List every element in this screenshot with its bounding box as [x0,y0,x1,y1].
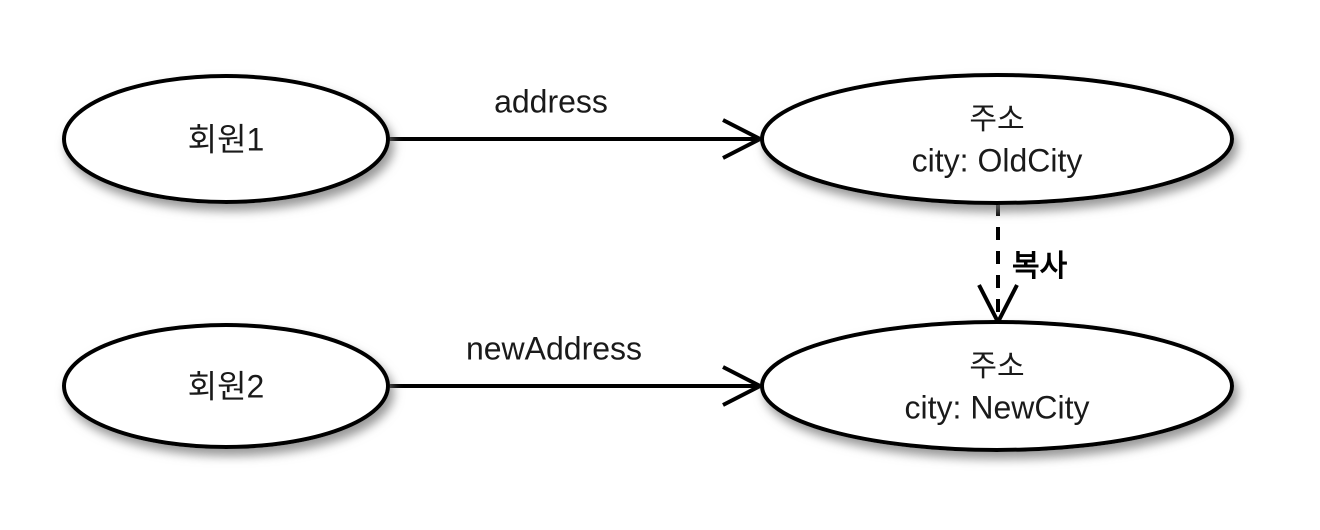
node-member1-label: 회원1 [188,121,265,157]
edge-address: address [388,83,765,160]
node-address-old[interactable]: 주소 city: OldCity [760,73,1234,205]
edge-new-address-label: newAddress [466,330,642,366]
node-address-old-shape[interactable] [760,73,1234,205]
edge-new-address: newAddress [388,330,765,407]
node-address-new-shape[interactable] [760,320,1234,452]
edge-copy-label: 복사 [1012,250,1068,283]
node-member2-label: 회원2 [188,368,265,404]
node-address-old-property: city: OldCity [912,142,1083,178]
node-address-new-property: city: NewCity [905,389,1090,425]
edge-address-label: address [494,83,608,119]
node-address-new-title: 주소 [969,350,1024,383]
node-member1[interactable]: 회원1 [62,74,390,204]
node-member2-shape[interactable] [62,323,390,449]
edge-copy: 복사 [977,203,1068,327]
node-address-new[interactable]: 주소 city: NewCity [760,320,1234,452]
node-member1-shape[interactable] [62,74,390,204]
node-address-old-title: 주소 [969,103,1024,136]
node-member2[interactable]: 회원2 [62,323,390,449]
